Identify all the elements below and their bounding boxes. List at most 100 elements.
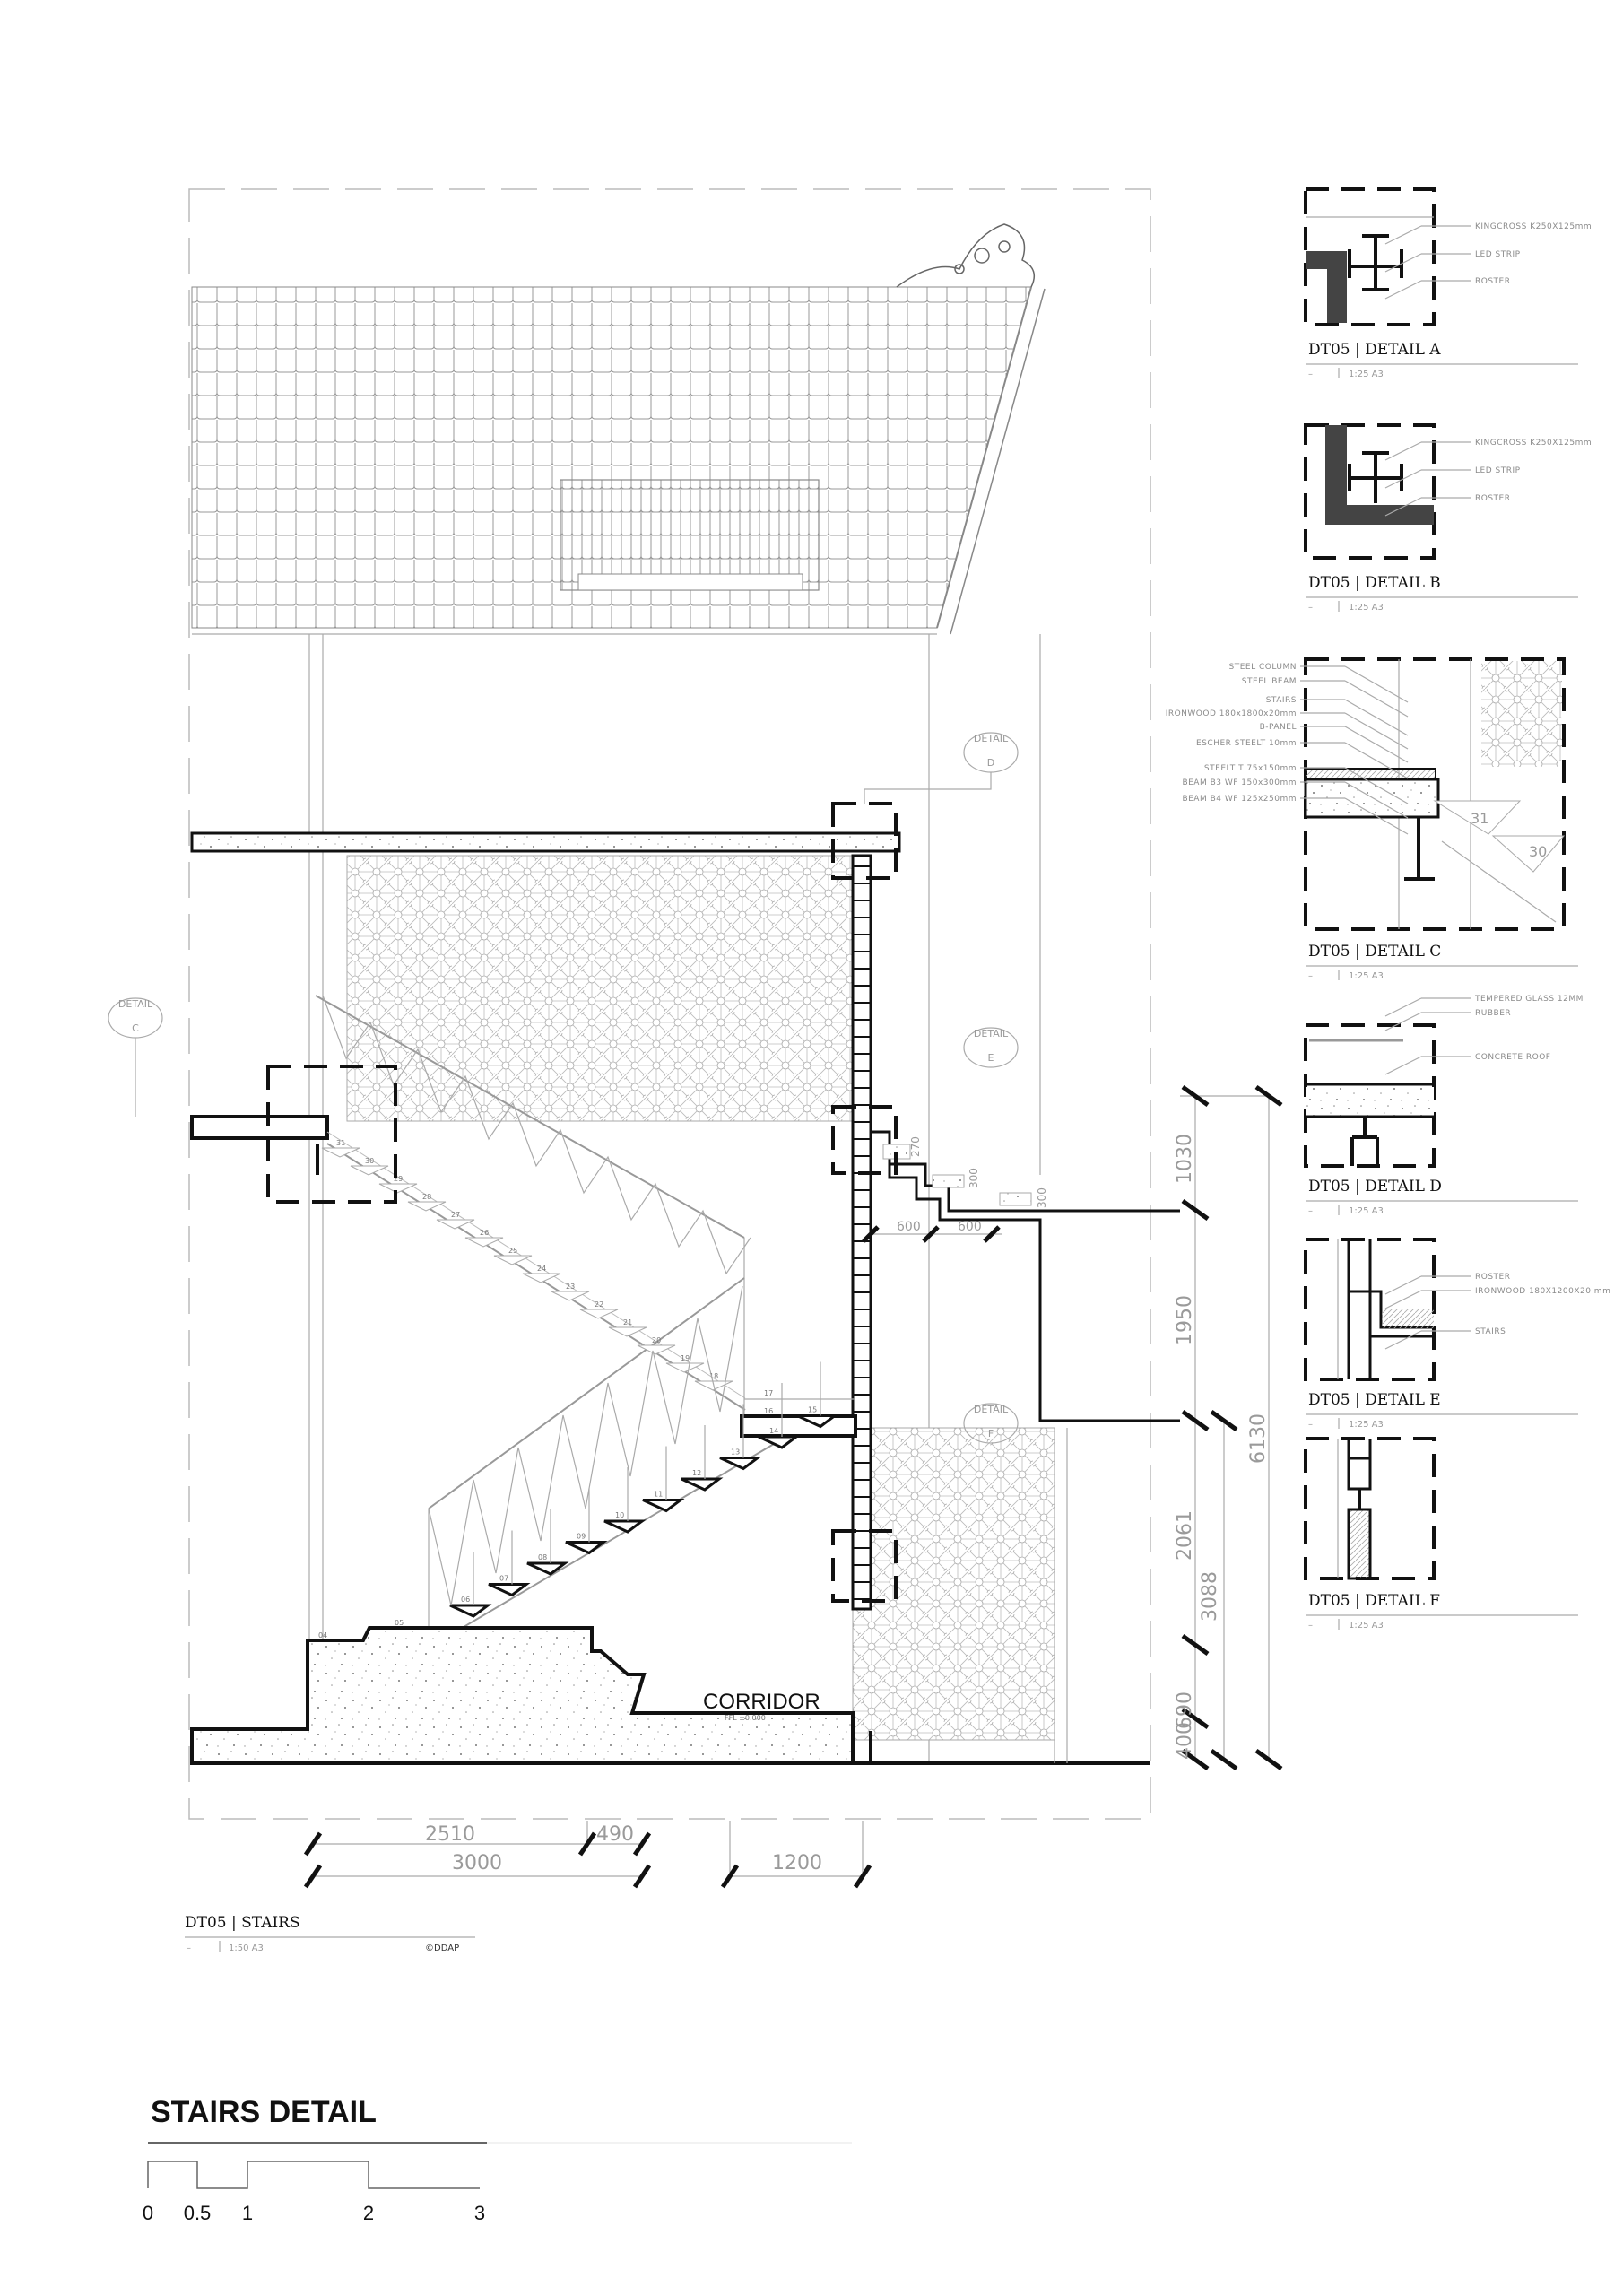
svg-text:3: 3 bbox=[474, 2202, 485, 2224]
svg-text:ROSTER: ROSTER bbox=[1475, 277, 1511, 286]
step-number: 12 bbox=[692, 1469, 701, 1477]
step-number: 25 bbox=[508, 1247, 517, 1255]
upper-handrail bbox=[315, 995, 745, 1239]
horizontal-dimensions: 2510 490 3000 1200 bbox=[303, 1821, 872, 1889]
svg-text:1200: 1200 bbox=[772, 1852, 822, 1874]
svg-text:KINGCROSS K250X125mm: KINGCROSS K250X125mm bbox=[1475, 439, 1592, 448]
stair-tread: 15 bbox=[796, 1361, 839, 1429]
svg-text:F: F bbox=[988, 1428, 994, 1439]
detail-scale: 1:25 A3 bbox=[1349, 1206, 1384, 1216]
detail-title: DT05 | DETAIL F bbox=[1308, 1592, 1440, 1610]
step-number: 26 bbox=[480, 1229, 489, 1237]
svg-text:BEAM B4 WF 125x250mm: BEAM B4 WF 125x250mm bbox=[1182, 795, 1297, 804]
svg-text:270: 270 bbox=[909, 1136, 922, 1157]
step-number: 17 bbox=[764, 1389, 773, 1397]
detail-callout: IRONWOOD 180X1200X20 mm bbox=[1384, 1287, 1610, 1309]
svg-text:690: 690 bbox=[1174, 1692, 1196, 1729]
svg-text:DETAIL: DETAIL bbox=[974, 1028, 1009, 1039]
step-number: 23 bbox=[566, 1283, 575, 1291]
detail-d-callout-box[interactable] bbox=[831, 802, 898, 880]
lower-balustrade bbox=[428, 1285, 743, 1606]
stair-tread: 11 bbox=[642, 1446, 685, 1513]
credit: ©DDAP bbox=[425, 1944, 459, 1953]
detail-callout: LED STRIP bbox=[1384, 466, 1520, 489]
svg-text:300: 300 bbox=[968, 1168, 980, 1188]
detail-callout: STAIRS bbox=[1266, 696, 1409, 736]
detail-scale: 1:25 A3 bbox=[1349, 971, 1384, 981]
detail-callout: RUBBER bbox=[1384, 1009, 1511, 1031]
stair-tread: 21 bbox=[608, 1318, 647, 1337]
svg-text:TEMPERED GLASS 12MM: TEMPERED GLASS 12MM bbox=[1474, 995, 1584, 1004]
svg-text:1950: 1950 bbox=[1174, 1295, 1196, 1345]
upper-steps-profile bbox=[871, 1130, 1180, 1422]
detail-scale: 1:25 A3 bbox=[1349, 1621, 1384, 1631]
detail-marker-c[interactable]: DETAIL C bbox=[108, 997, 163, 1117]
step-number: 04 bbox=[318, 1631, 327, 1639]
svg-text:LED STRIP: LED STRIP bbox=[1475, 250, 1521, 259]
detail-dash: – bbox=[1308, 370, 1313, 379]
step-number: 16 bbox=[764, 1407, 773, 1415]
roof-ornament-icon bbox=[896, 223, 1036, 288]
view-scale: 1:50 A3 bbox=[229, 1944, 264, 1953]
detail-title: DT05 | DETAIL E bbox=[1308, 1391, 1441, 1409]
detail-f-drawing bbox=[1304, 1437, 1436, 1580]
step-number: 18 bbox=[709, 1372, 718, 1380]
detail-f-callout-box[interactable] bbox=[831, 1529, 898, 1603]
detail-e-callout-box[interactable] bbox=[831, 1105, 898, 1175]
svg-text:STEELT T 75x150mm: STEELT T 75x150mm bbox=[1204, 764, 1297, 773]
roof bbox=[191, 223, 1046, 635]
ground-concrete-fill bbox=[190, 1626, 855, 1765]
detail-marker-d[interactable]: DETAIL D bbox=[864, 732, 1019, 804]
detail-c-step-30: 30 bbox=[1529, 843, 1547, 860]
detail-title: DT05 | DETAIL C bbox=[1308, 943, 1441, 961]
lower-handrail bbox=[428, 1277, 745, 1509]
svg-text:600: 600 bbox=[958, 1220, 982, 1234]
step-number: 09 bbox=[577, 1533, 586, 1541]
stair-tread: 07 bbox=[488, 1530, 531, 1597]
stair-tread: 20 bbox=[637, 1336, 676, 1355]
stair-tread: 23 bbox=[551, 1283, 590, 1301]
detail-callout: ROSTER bbox=[1384, 494, 1511, 517]
svg-text:2510: 2510 bbox=[425, 1823, 475, 1846]
step-number: 28 bbox=[422, 1193, 431, 1201]
steel-column bbox=[851, 854, 872, 1611]
step-number: 31 bbox=[336, 1139, 345, 1147]
svg-text:STAIRS: STAIRS bbox=[1475, 1327, 1506, 1336]
svg-text:BEAM B3 WF 150x300mm: BEAM B3 WF 150x300mm bbox=[1182, 778, 1297, 787]
detail-callout: STAIRS bbox=[1384, 1327, 1506, 1350]
detail-scale: 1:25 A3 bbox=[1349, 1420, 1384, 1430]
detail-c-callout-box[interactable] bbox=[266, 1065, 397, 1204]
detail-marker-e[interactable]: DETAIL E bbox=[963, 1027, 1019, 1068]
svg-text:400: 400 bbox=[1174, 1722, 1196, 1760]
stair-tread: 25 bbox=[493, 1247, 533, 1265]
stair-tread: 09 bbox=[565, 1488, 608, 1555]
svg-text:ROSTER: ROSTER bbox=[1475, 494, 1511, 503]
svg-text:DETAIL: DETAIL bbox=[974, 733, 1009, 744]
detail-callout: TEMPERED GLASS 12MM bbox=[1384, 995, 1584, 1017]
detail-callout: CONCRETE ROOF bbox=[1384, 1053, 1550, 1075]
room-level: FFL ±0.000 bbox=[725, 1714, 766, 1722]
detail-e-drawing bbox=[1304, 1238, 1436, 1381]
upper-floor-slab bbox=[190, 831, 901, 853]
detail-marker-f[interactable]: DETAIL F bbox=[963, 1403, 1019, 1444]
top-step-dimensions: 600 600 270 300 300 bbox=[862, 1136, 1048, 1243]
svg-text:ESCHER STEELT 10mm: ESCHER STEELT 10mm bbox=[1196, 739, 1297, 748]
svg-text:IRONWOOD 180x1800x20mm: IRONWOOD 180x1800x20mm bbox=[1166, 709, 1297, 718]
stair-tread: 19 bbox=[665, 1354, 705, 1373]
view-title: DT05 | STAIRS bbox=[185, 1914, 300, 1932]
svg-text:DETAIL: DETAIL bbox=[974, 1404, 1009, 1415]
detail-f-label: DT05 | DETAIL F–1:25 A3 bbox=[1306, 1592, 1578, 1631]
svg-text:2: 2 bbox=[363, 2202, 374, 2224]
step-number: 29 bbox=[394, 1175, 403, 1183]
step-number: 14 bbox=[769, 1427, 778, 1435]
room-label: CORRIDOR bbox=[703, 1690, 820, 1714]
svg-text:IRONWOOD 180X1200X20 mm: IRONWOOD 180X1200X20 mm bbox=[1475, 1287, 1610, 1296]
detail-callout: STEELT T 75x150mm bbox=[1204, 764, 1409, 804]
left-floor-slab bbox=[190, 1115, 329, 1140]
svg-text:300: 300 bbox=[1036, 1187, 1048, 1208]
detail-dash: – bbox=[1308, 971, 1313, 981]
svg-text:B-PANEL: B-PANEL bbox=[1260, 723, 1297, 732]
step-number: 20 bbox=[652, 1336, 661, 1344]
